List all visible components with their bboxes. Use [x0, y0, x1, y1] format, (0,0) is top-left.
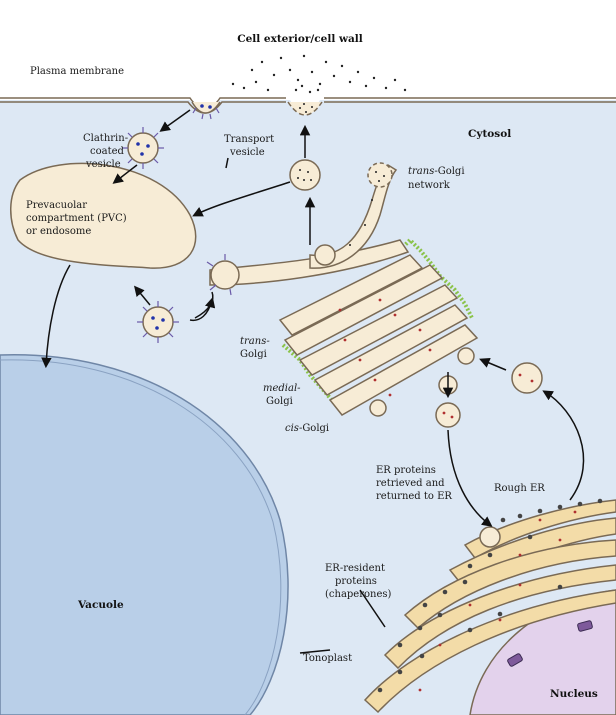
label-cell-exterior: Cell exterior/cell wall [237, 33, 363, 45]
clathrin-coated-vesicle-top [122, 127, 164, 169]
label-pvc-3: or endosome [26, 226, 91, 237]
label-medial-golgi-1: medial- [263, 383, 301, 394]
nuclear-pore [507, 620, 593, 667]
label-transport-2: vesicle [229, 147, 265, 158]
label-cis-golgi: cis-Golgi [285, 423, 329, 434]
label-cytosol: Cytosol [468, 128, 511, 140]
label-trans-golgi-1: trans- [240, 336, 270, 347]
secreted-cargo-dots [231, 54, 407, 94]
label-pvc-1: Prevacuolar [26, 200, 87, 211]
label-clathrin-1: Clathrin- [83, 133, 128, 144]
rough-er [363, 499, 616, 714]
label-tonoplast: Tonoplast [303, 653, 352, 664]
label-trans-golgi-network-2: network [408, 180, 451, 191]
label-trans-golgi-network: trans-Golgi [408, 166, 465, 177]
trafficking-arrows [41, 109, 585, 654]
ribosomes [377, 498, 603, 693]
label-pvc-2: compartment (PVC) [26, 213, 127, 224]
fusing-vesicle [287, 101, 323, 116]
label-er-retrieval-2: retrieved and [376, 478, 445, 489]
clathrin-coated-vesicle-bottom [137, 301, 179, 343]
label-plasma-membrane: Plasma membrane [30, 66, 124, 77]
er-bud [479, 526, 501, 548]
endocytic-pit [191, 101, 221, 120]
label-trans-golgi-2: Golgi [240, 349, 267, 360]
vacuole [0, 354, 289, 715]
label-vacuole: Vacuole [77, 599, 124, 611]
clathrin-bud-golgi [210, 260, 240, 290]
label-clathrin-2: coated [90, 146, 125, 157]
budding-vesicle [314, 244, 336, 266]
label-transport-1: Transport [224, 134, 274, 145]
label-nucleus: Nucleus [550, 688, 598, 700]
label-er-retrieval-3: returned to ER [376, 491, 452, 502]
label-er-resident-2: proteins [335, 576, 377, 587]
transport-vesicle [289, 159, 321, 191]
retrieval-vesicles [369, 347, 543, 428]
label-er-resident-3: (chaperones) [325, 589, 392, 600]
prevacuolar-compartment [10, 162, 197, 269]
label-medial-golgi-2: Golgi [266, 396, 293, 407]
label-er-resident-1: ER-resident [325, 563, 385, 574]
label-er-retrieval-1: ER proteins [376, 465, 436, 476]
label-clathrin-3: vesicle [85, 159, 121, 170]
label-rough-er: Rough ER [494, 483, 545, 494]
